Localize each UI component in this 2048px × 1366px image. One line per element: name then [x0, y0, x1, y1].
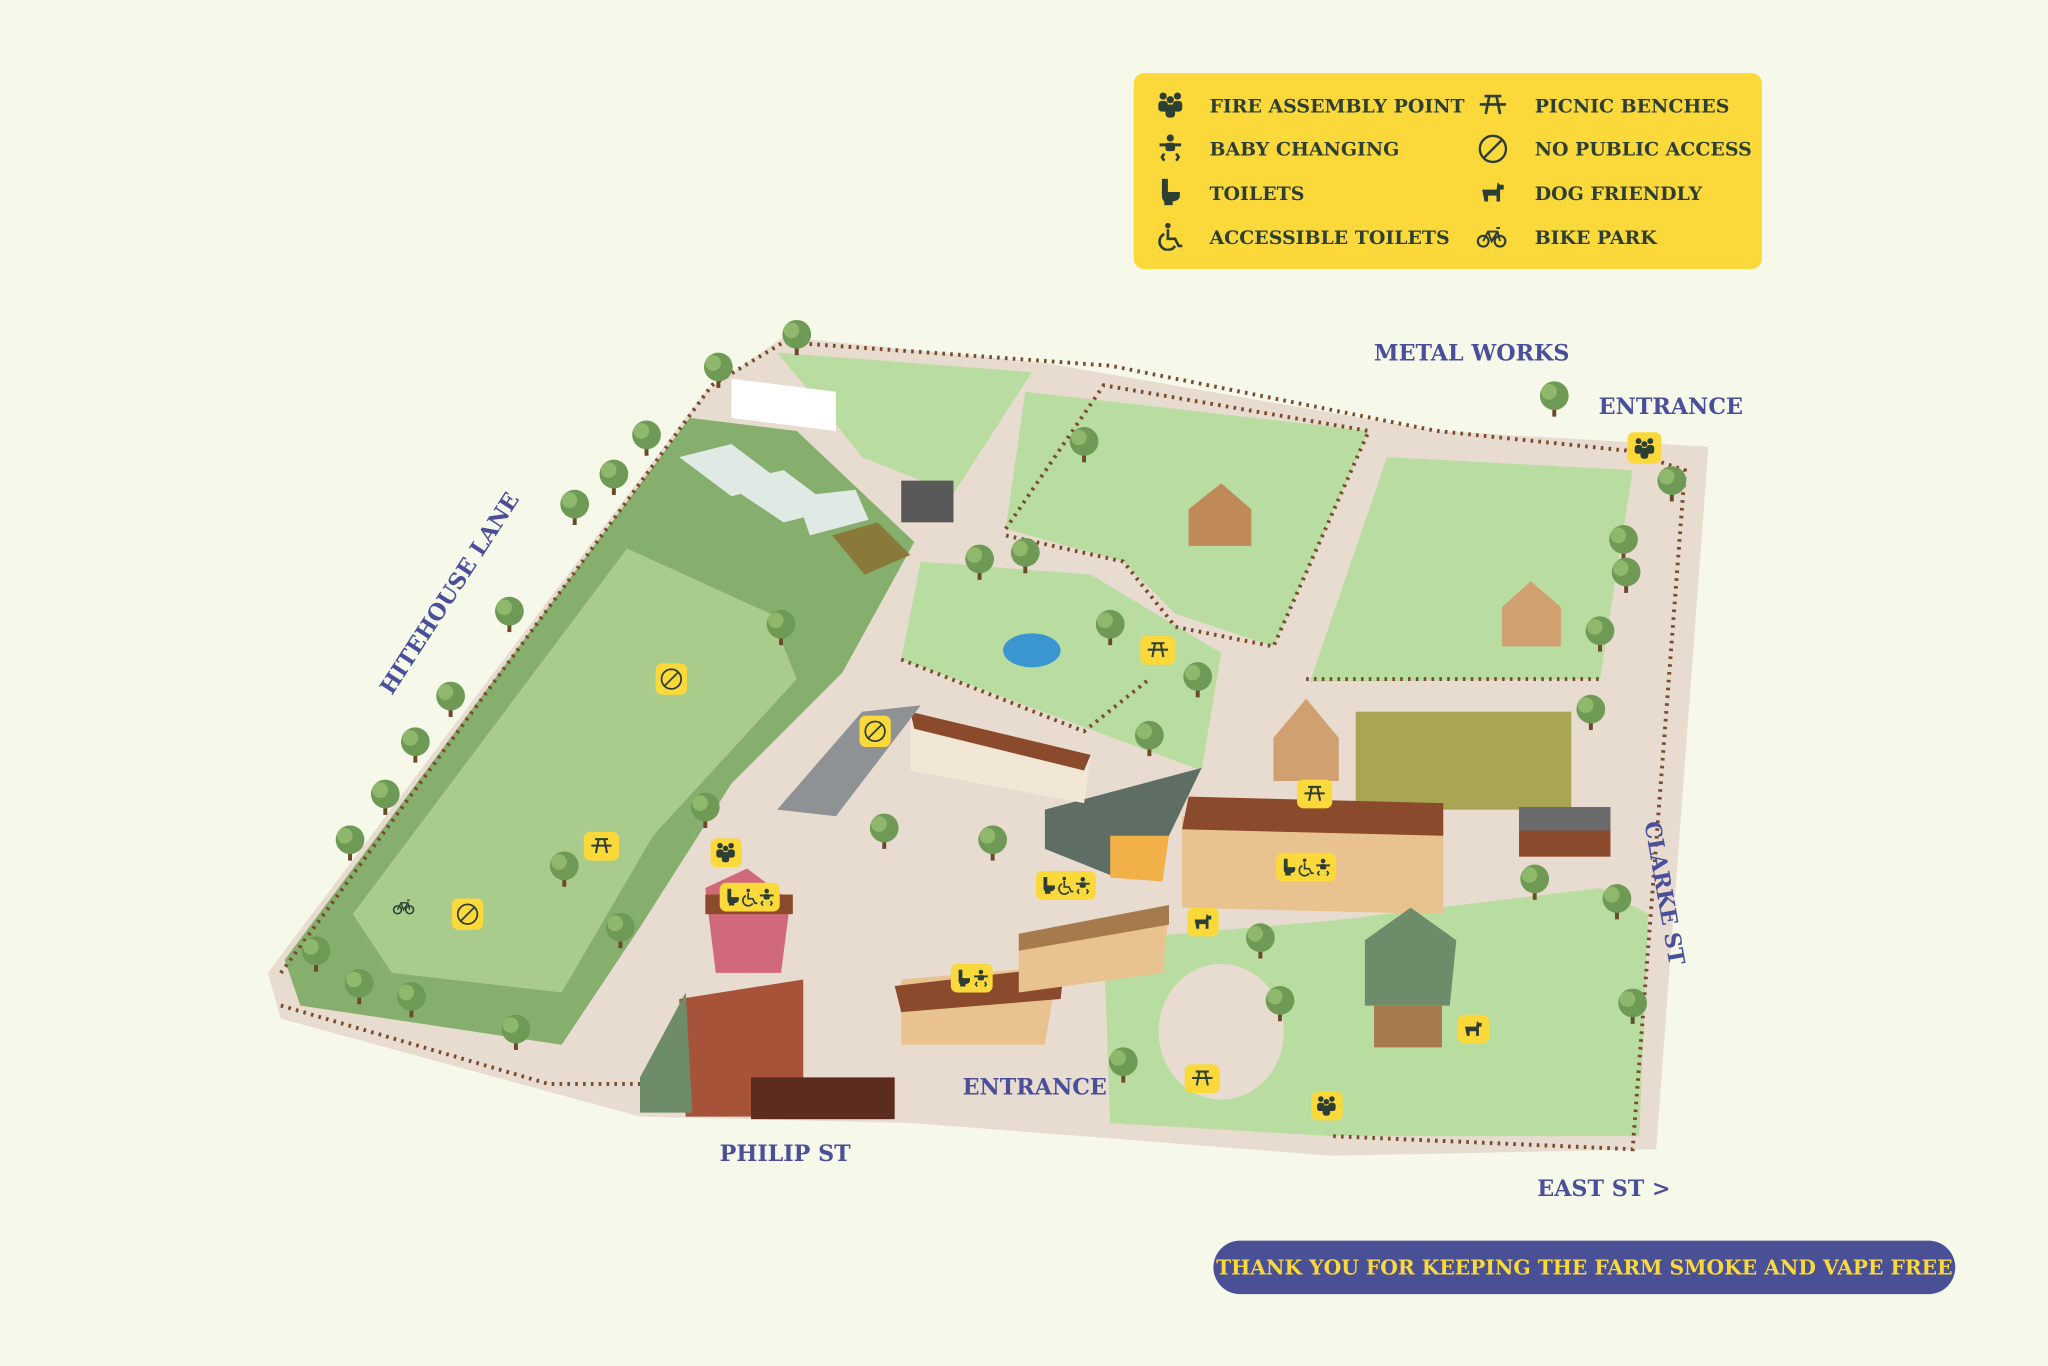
map-markers	[392, 432, 1662, 1121]
dog-marker	[1187, 907, 1219, 937]
tree	[1010, 538, 1040, 574]
tree	[965, 544, 994, 580]
no-access-marker	[859, 715, 891, 747]
tree	[1520, 864, 1550, 900]
tree	[436, 681, 465, 717]
tree	[1265, 985, 1295, 1022]
fence	[1004, 383, 1372, 649]
tree	[704, 352, 733, 388]
garden-path	[1158, 963, 1284, 1100]
tree	[344, 968, 374, 1005]
tree	[690, 792, 720, 828]
tree	[335, 825, 365, 861]
tree	[1108, 1047, 1138, 1083]
legend: FIRE ASSEMBLY POINT BABY CHANGING TOILET…	[1133, 73, 1762, 270]
picnic-marker	[1140, 635, 1176, 665]
fire-assembly-marker	[1311, 1091, 1343, 1121]
entrance-label-top: ENTRANCE	[1599, 394, 1743, 420]
toilets-marker	[1276, 852, 1337, 882]
banner-text: THANK YOU FOR KEEPING THE FARM SMOKE AND…	[1216, 1256, 1952, 1280]
picnic-marker	[583, 831, 620, 861]
tree	[1609, 524, 1638, 561]
fence	[279, 340, 1687, 1152]
tree	[1657, 466, 1687, 502]
picnic-marker	[1184, 1064, 1220, 1094]
goat-paddock	[777, 352, 1032, 494]
tree	[301, 936, 331, 972]
tree	[1135, 720, 1164, 757]
toilets-marker	[950, 963, 993, 993]
legend-panel	[1133, 73, 1762, 270]
fire-assembly-marker	[710, 838, 742, 868]
toilets-marker	[719, 882, 780, 912]
street-label-metal-works: METAL WORKS	[1374, 340, 1569, 366]
dog-marker	[1457, 1014, 1489, 1044]
tree	[495, 596, 524, 633]
tree	[978, 825, 1008, 861]
fire-assembly-marker	[1627, 432, 1662, 464]
tree	[1576, 694, 1606, 731]
legend-label: PICNIC BENCHES	[1535, 95, 1730, 117]
legend-label: DOG FRIENDLY	[1535, 183, 1703, 205]
tree	[549, 851, 579, 887]
fence	[900, 657, 1151, 734]
tree	[1618, 988, 1648, 1024]
tree	[1585, 616, 1615, 652]
tree	[560, 489, 590, 525]
tree	[501, 1014, 531, 1050]
picnic-marker	[1296, 779, 1333, 809]
legend-label: FIRE ASSEMBLY POINT	[1209, 95, 1464, 117]
tree	[400, 727, 430, 763]
smoke-free-banner: THANK YOU FOR KEEPING THE FARM SMOKE AND…	[1213, 1240, 1956, 1295]
pond	[1003, 633, 1061, 668]
tree	[782, 319, 812, 356]
trees	[301, 319, 1687, 1083]
legend-label: BABY CHANGING	[1209, 138, 1399, 160]
tree	[397, 982, 426, 1018]
tree	[1183, 662, 1213, 698]
tree	[869, 813, 899, 849]
tree	[1095, 609, 1125, 646]
tree	[1602, 884, 1632, 920]
allotment-beds	[352, 548, 797, 993]
toilets-marker	[1035, 871, 1096, 900]
street-label-philip-st: PHILIP ST	[720, 1141, 851, 1167]
entrance-label-bottom: ENTRANCE	[963, 1074, 1107, 1100]
legend-label: ACCESSIBLE TOILETS	[1208, 227, 1449, 249]
no-access-marker	[451, 898, 484, 930]
sheep-paddock	[1005, 391, 1369, 647]
tree	[370, 779, 400, 815]
tree	[766, 609, 796, 646]
tree	[606, 912, 635, 949]
tree	[599, 459, 629, 495]
tree	[1246, 923, 1275, 959]
legend-label: NO PUBLIC ACCESS	[1535, 138, 1752, 160]
tree	[1069, 427, 1099, 463]
legend-label: TOILETS	[1209, 183, 1304, 205]
street-label-east-st: EAST ST >	[1537, 1176, 1670, 1202]
pond-garden	[901, 561, 1222, 771]
no-access-marker	[655, 663, 688, 695]
tree	[632, 420, 661, 456]
legend-label: BIKE PARK	[1535, 227, 1659, 249]
football-pitch	[1355, 711, 1572, 810]
tree	[1539, 381, 1569, 417]
tree	[1611, 557, 1641, 593]
